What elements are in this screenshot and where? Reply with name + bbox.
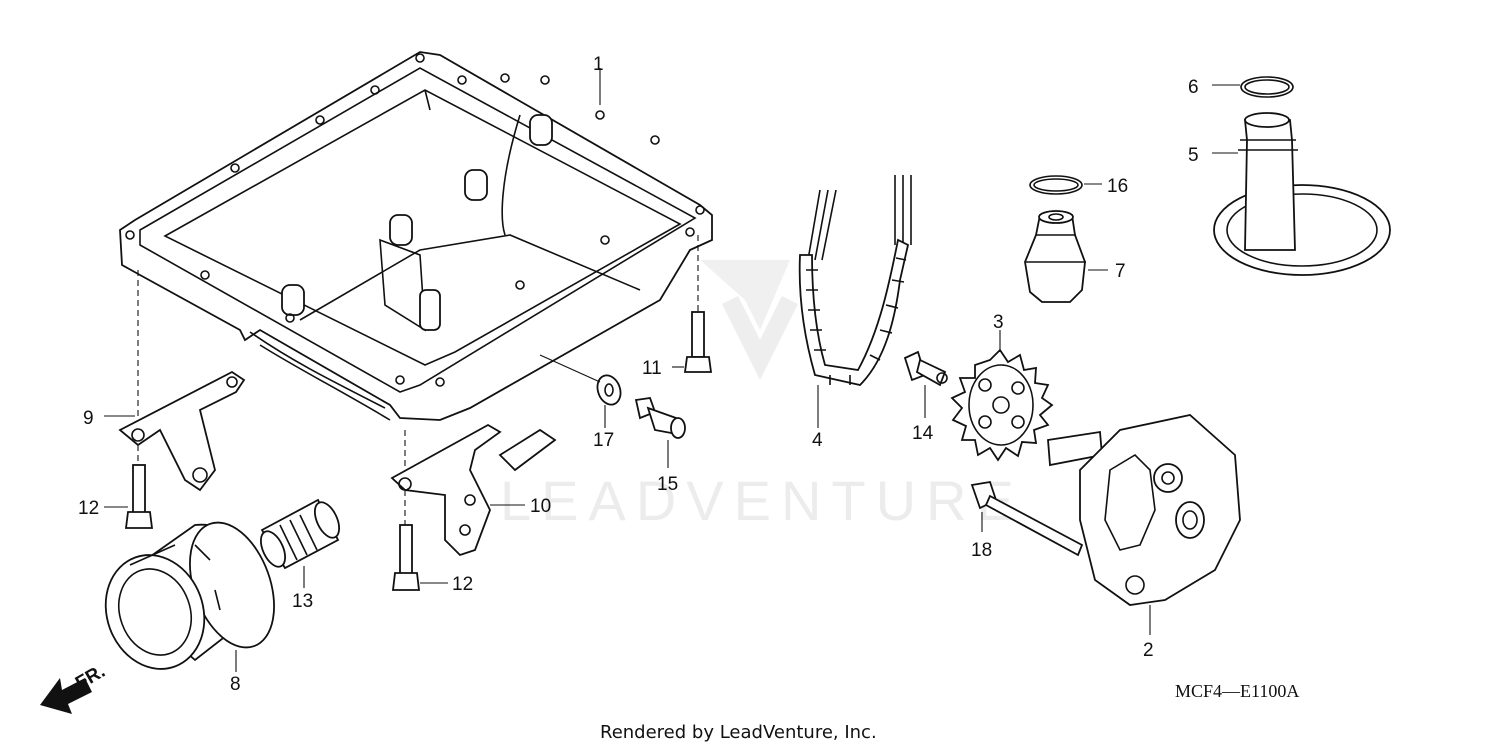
- bolt-14: [903, 350, 948, 418]
- callout-16: 16: [1107, 176, 1128, 197]
- o-ring-16: [1029, 175, 1102, 195]
- pipe-13: [259, 498, 341, 588]
- callout-3: 3: [993, 312, 1004, 333]
- bracket-9: [104, 270, 246, 492]
- callout-18: 18: [971, 540, 992, 561]
- credit-line: Rendered by LeadVenture, Inc.: [600, 722, 877, 743]
- watermark-text: LEADVENTURE: [500, 469, 1024, 532]
- front-arrow-icon: FR.: [40, 661, 109, 714]
- callout-6: 6: [1188, 77, 1199, 98]
- callout-15: 15: [657, 474, 678, 495]
- bolt-12-left: [104, 445, 154, 529]
- callout-5: 5: [1188, 145, 1199, 166]
- callout-17: 17: [593, 430, 614, 451]
- oil-pipe-5: [1212, 112, 1391, 276]
- oil-pan: [119, 51, 713, 421]
- callout-14: 14: [912, 423, 934, 444]
- callout-8: 8: [230, 674, 241, 695]
- callout-7: 7: [1115, 261, 1126, 282]
- cam-chain-4: [798, 175, 912, 428]
- callout-11: 11: [642, 358, 662, 379]
- oil-filter-8: [104, 521, 275, 672]
- callout-1: 1: [593, 54, 604, 75]
- callout-4: 4: [812, 430, 823, 451]
- callout-labels: 1 2 3 4 5 6 7 8 9 10 11 12 12 13 14 15 1…: [78, 54, 1199, 695]
- sprocket-3: [950, 330, 1054, 462]
- callout-12-left: 12: [78, 498, 99, 519]
- bolt-11: [672, 235, 713, 373]
- callout-2: 2: [1143, 640, 1154, 661]
- washer-17: [539, 354, 622, 428]
- strainer-7: [1024, 210, 1108, 303]
- drain-bolt-15: [634, 397, 686, 468]
- bolt-12-right: [391, 430, 448, 591]
- bracket-10: [390, 423, 557, 557]
- diagram-code: MCF4—E1100A: [1175, 681, 1299, 701]
- callout-9: 9: [83, 408, 94, 429]
- callout-13: 13: [292, 591, 313, 612]
- callout-12-right: 12: [452, 574, 473, 595]
- watermark: LEADVENTURE: [500, 260, 1024, 532]
- oil-pump-2: [1047, 414, 1241, 635]
- o-ring-6: [1212, 76, 1294, 98]
- bolt-18: [970, 480, 1084, 557]
- callout-10: 10: [530, 496, 551, 517]
